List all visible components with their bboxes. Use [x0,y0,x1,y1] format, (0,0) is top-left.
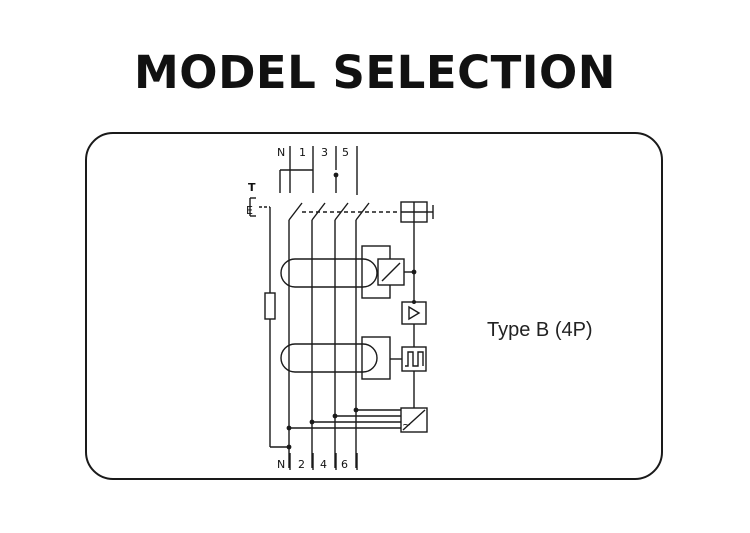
bottom-terminal-2: 2 [298,458,305,471]
top-terminal-3: 3 [321,146,328,159]
type-label: Type B (4P) [487,319,593,341]
contact-3 [334,202,349,221]
current-transformer-1 [280,258,378,288]
bottom-terminal-6: 6 [341,458,348,471]
current-transformer-2 [280,343,378,373]
test-label: T [248,181,256,194]
top-terminal-1: 1 [299,146,306,159]
junction-top-3 [333,172,339,178]
pulse-waveform [405,351,424,367]
diagram-frame [85,132,663,480]
trip-relay-diagonal [381,262,401,282]
bottom-terminal-n: N [277,458,285,471]
test-sub-label: E [246,204,253,217]
pulse-box [401,346,427,372]
junction-sense-3 [309,419,315,425]
junction-sense-1 [353,407,359,413]
ct2-secondary-box [361,336,391,380]
junction-relay [411,269,417,275]
page-title: MODEL SELECTION [134,46,616,99]
test-resistor [264,292,276,320]
contact-5 [355,202,370,221]
junction-sense-4 [286,425,292,431]
converter-diagonal [402,409,426,431]
amplifier-triangle [408,305,421,321]
converter-wave-glyph: ~ [402,418,411,431]
amplifier-box [401,301,427,325]
contact-n [288,202,303,221]
top-terminal-5: 5 [342,146,349,159]
junction-sense-2 [332,413,338,419]
bottom-terminal-4: 4 [320,458,327,471]
top-terminal-n: N [277,146,285,159]
junction-test-return [286,444,292,450]
junction-amplifier-top [412,300,416,304]
